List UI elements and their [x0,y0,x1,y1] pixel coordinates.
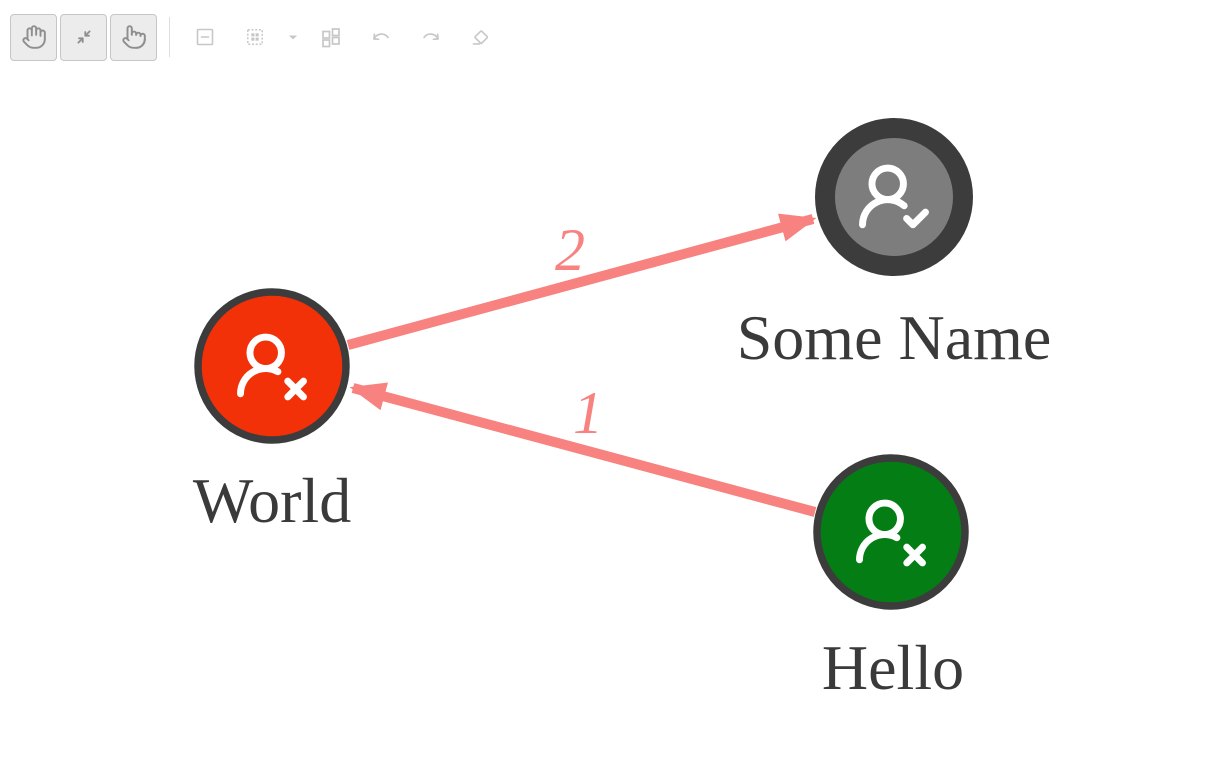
user-x-icon [856,499,926,567]
redo-button[interactable] [419,25,443,49]
node-label[interactable]: World [193,465,351,536]
node-hello[interactable] [813,454,969,610]
pointer-tool-button[interactable] [110,13,157,61]
node-some-name[interactable] [815,118,973,276]
node-world[interactable] [194,288,350,444]
clear-graph-button[interactable] [469,25,493,49]
edge-label[interactable]: 1 [573,380,603,446]
user-x-icon [237,333,307,401]
toolbar [10,13,506,61]
user-check-icon [859,164,929,229]
caret-down-icon [288,35,298,40]
redo-icon [423,33,439,41]
toolbar-divider [169,17,170,57]
node-label[interactable]: Hello [822,632,964,703]
decrease-zoom-button[interactable] [193,25,217,49]
marquee-select-button[interactable] [243,25,267,49]
eraser-icon [472,30,489,45]
fit-content-icon [76,30,91,44]
marquee-select-icon [247,29,263,45]
layout-grid-icon [322,28,340,48]
undo-icon [373,33,389,41]
undo-button[interactable] [369,25,393,49]
edge-world-to-some-name[interactable] [346,213,817,350]
edge-hello-to-world[interactable] [349,382,817,517]
fit-content-button[interactable] [60,13,107,61]
pan-tool-button[interactable] [10,13,57,61]
edge-label[interactable]: 2 [555,217,585,283]
hand-grab-icon [21,25,46,49]
layout-button[interactable] [319,25,343,49]
node-label[interactable]: Some Name [737,302,1052,373]
square-minus-icon [196,28,214,46]
pointer-hand-icon [121,25,146,49]
marquee-options-button[interactable] [286,25,300,49]
